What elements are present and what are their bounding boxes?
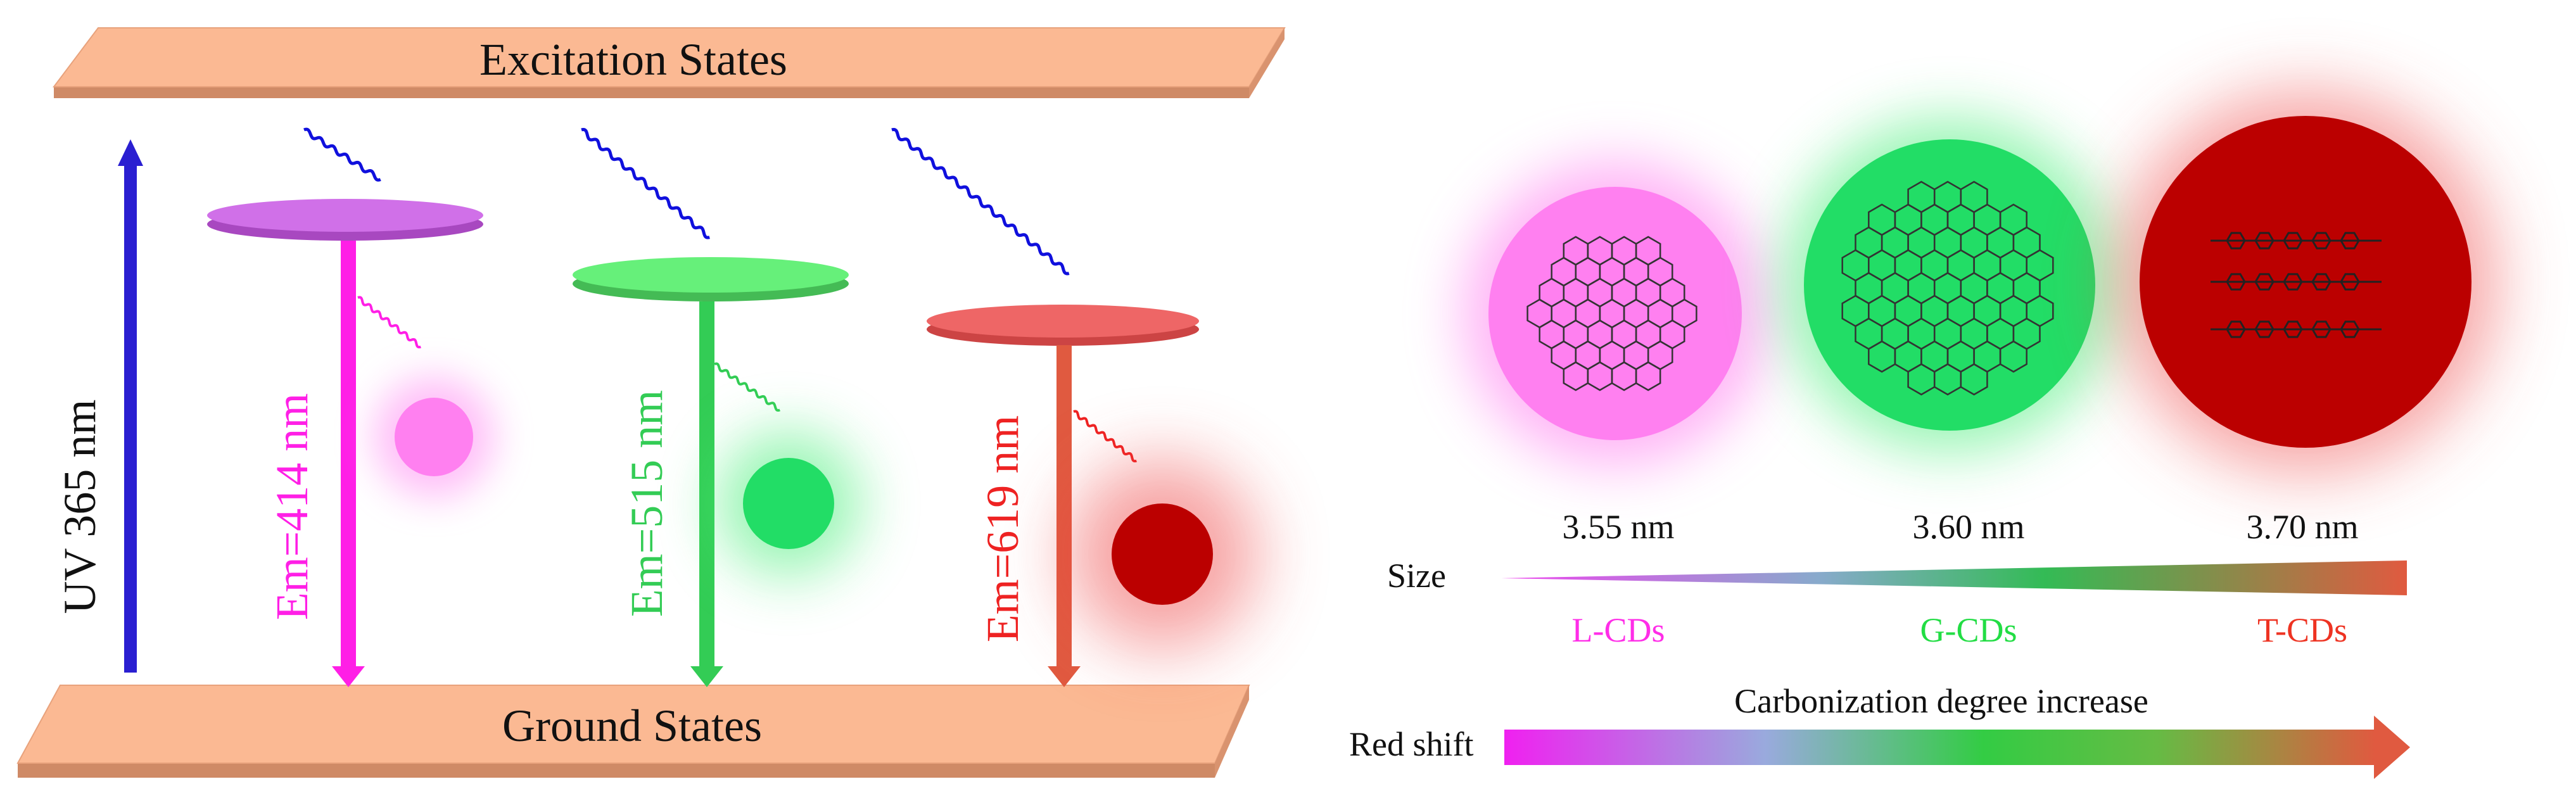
excitation-wave-1 [303, 127, 381, 182]
t-cd-molecule-structure [2211, 232, 2382, 338]
hexagon-ring [1960, 363, 1988, 396]
excitation-states-label: Excitation States [479, 34, 787, 85]
red-shift-label: Red shift [1349, 725, 1474, 763]
energy-level-red [927, 305, 1199, 346]
excitation-plate [52, 27, 1286, 98]
energy-level-magenta [207, 199, 483, 241]
carbonization-label: Carbonization degree increase [1734, 682, 2148, 720]
emission-arrow-magenta [332, 241, 365, 687]
g-cd-name: G-CDs [1920, 611, 2017, 649]
l-cd-size-label: 3.55 nm [1562, 508, 1674, 546]
g-cd-particle [1804, 139, 2095, 431]
em-414-label: Em=414 nm [267, 393, 317, 621]
uv-365-label: UV 365 nm [54, 400, 105, 614]
energy-level-green [573, 257, 849, 301]
emission-wave-magenta [357, 296, 422, 349]
em-619-label: Em=619 nm [977, 415, 1028, 643]
size-label: Size [1387, 557, 1446, 595]
hexagon-ring [1999, 340, 2027, 373]
size-trend-wedge [1501, 560, 2407, 595]
l-cd-name: L-CDs [1572, 611, 1665, 649]
l-cd-particle [1488, 187, 1742, 440]
emission-arrow-red [1048, 345, 1081, 687]
excitation-wave-3 [891, 128, 1070, 275]
uv-arrow [118, 139, 143, 673]
t-cd-size-label: 3.70 nm [2246, 508, 2358, 546]
em-515-label: Em=515 nm [621, 390, 672, 617]
excitation-wave-2 [581, 128, 710, 239]
emitted-dot-magenta [395, 398, 473, 476]
ground-states-label: Ground States [502, 700, 762, 751]
t-cd-name: T-CDs [2257, 611, 2347, 649]
emission-wave-red [1073, 410, 1138, 463]
hexagon-ring [1635, 361, 1661, 391]
red-shift-arrow [1504, 716, 2410, 779]
emitted-dot-green [743, 458, 834, 549]
emitted-dot-red [1112, 503, 1213, 605]
emission-wave-green [714, 362, 781, 412]
ground-plate [16, 685, 1250, 778]
g-cd-size-label: 3.60 nm [1912, 508, 2024, 546]
g-cd-molecule-structure [1841, 180, 2054, 396]
emission-arrow-green [690, 301, 723, 687]
l-cd-molecule-structure [1526, 236, 1697, 391]
